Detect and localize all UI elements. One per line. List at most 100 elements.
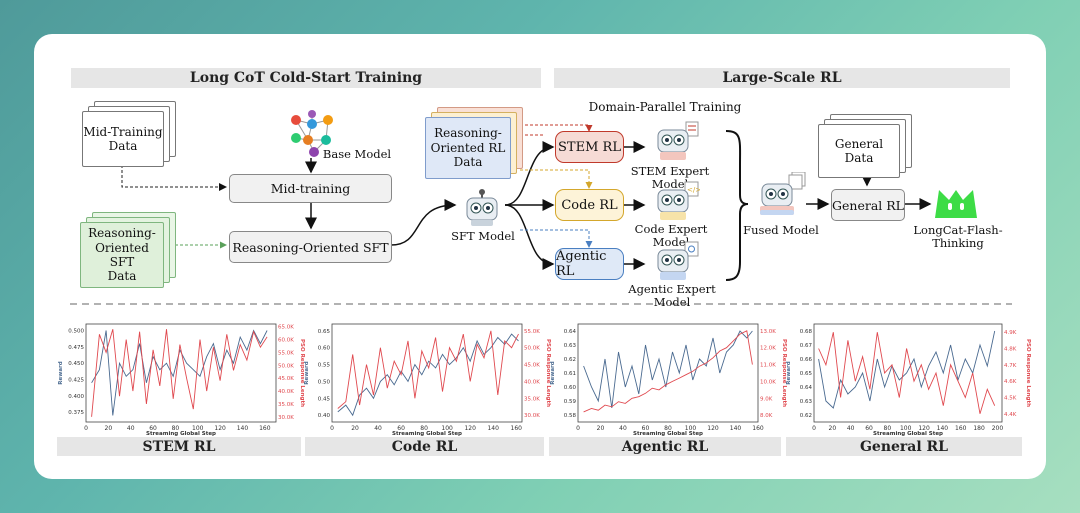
y2-tick-label: 12.0K (760, 346, 776, 352)
y2-tick-label: 9.0K (760, 396, 773, 402)
chart-title-agentic: Agentic RL (549, 437, 781, 456)
x-tick-label: 160 (259, 425, 271, 432)
y-tick-label: 0.62 (564, 357, 576, 363)
y-tick-label: 0.60 (318, 346, 331, 352)
y2-tick-label: 45.0K (278, 376, 294, 382)
final-model-label: LongCat-Flash-Thinking (913, 223, 1003, 251)
y2-tick-label: 11.0K (760, 363, 776, 369)
y-tick-label: 0.60 (564, 385, 577, 391)
y-tick-label: 0.68 (800, 329, 813, 335)
general-data-doc: General Data (818, 114, 914, 178)
x-axis-label: Streaming Global Step (392, 431, 462, 436)
header-cold-start: Long CoT Cold-Start Training (71, 68, 541, 88)
x-tick-label: 100 (192, 425, 204, 432)
sft-model-icon (466, 189, 498, 226)
reward-series-line (583, 330, 753, 409)
x-tick-label: 0 (576, 425, 580, 432)
y2-tick-label: 13.0K (760, 329, 776, 335)
response-length-series-line (818, 332, 996, 414)
code-expert-icon: </> (657, 181, 700, 220)
y-tick-label: 0.65 (800, 371, 813, 377)
y-tick-label: 0.55 (318, 363, 331, 369)
x-axis-label: Streaming Global Step (873, 431, 943, 436)
stem-rl-box: STEM RL (555, 131, 624, 163)
x-tick-label: 160 (511, 425, 523, 432)
plot-frame (331, 323, 523, 423)
domain-parallel-label: Domain-Parallel Training (588, 100, 742, 114)
y2-axis-label: PSO Response Length (781, 339, 787, 407)
y-tick-label: 0.64 (564, 329, 577, 335)
reward-series-line (337, 333, 519, 417)
x-tick-label: 80 (884, 425, 892, 432)
x-tick-label: 120 (214, 425, 226, 432)
general-rl-box: General RL (831, 189, 905, 221)
y2-tick-label: 4.6K (1004, 379, 1017, 385)
y-tick-label: 0.375 (68, 410, 84, 416)
x-tick-label: 40 (127, 425, 135, 432)
base-model-label: Base Model (322, 147, 392, 161)
y-tick-label: 0.475 (68, 345, 84, 351)
y-tick-label: 0.45 (318, 396, 331, 402)
agentic-expert-label: Agentic Expert Model (628, 282, 716, 310)
y-axis-label: Reward (58, 361, 64, 384)
x-axis-label: Streaming Global Step (633, 431, 703, 436)
y2-tick-label: 30.0K (524, 413, 540, 419)
y-tick-label: 0.50 (318, 379, 331, 385)
y2-tick-label: 4.4K (1004, 412, 1017, 418)
x-tick-label: 140 (937, 425, 949, 432)
y-tick-label: 0.63 (564, 343, 577, 349)
x-tick-label: 160 (955, 425, 967, 432)
svg-text:</>: </> (687, 186, 700, 194)
x-tick-label: 60 (865, 425, 873, 432)
y2-tick-label: 55.0K (278, 350, 294, 356)
mid-training-data-doc: Mid-Training Data (82, 101, 176, 167)
y-tick-label: 0.59 (564, 399, 577, 405)
x-tick-label: 20 (351, 425, 359, 432)
x-tick-label: 40 (847, 425, 855, 432)
reasoning-rl-data-doc: Reasoning- Oriented RL Data (425, 107, 525, 179)
y-tick-label: 0.40 (318, 413, 331, 419)
response-length-series-line (583, 330, 753, 413)
x-tick-label: 60 (149, 425, 157, 432)
header-large-scale-rl: Large-Scale RL (554, 68, 1010, 88)
reasoning-sft-data-label: Reasoning- Oriented SFT Data (80, 222, 164, 288)
reasoning-sft-data-doc: Reasoning- Oriented SFT Data (80, 212, 178, 288)
x-tick-label: 140 (730, 425, 742, 432)
y2-tick-label: 30.0K (278, 415, 294, 421)
y2-tick-label: 55.0K (524, 329, 540, 335)
y-tick-label: 0.64 (800, 385, 813, 391)
x-tick-label: 60 (397, 425, 405, 432)
chart-title-general: General RL (786, 437, 1022, 456)
y2-tick-label: 4.7K (1004, 363, 1017, 369)
y-axis-label: Reward (550, 361, 556, 384)
x-tick-label: 180 (973, 425, 985, 432)
y2-tick-label: 65.0K (278, 325, 294, 331)
x-tick-label: 100 (900, 425, 912, 432)
y2-axis-label: PSO Response Length (545, 339, 551, 407)
y2-tick-label: 4.8K (1004, 347, 1017, 353)
x-tick-label: 120 (707, 425, 719, 432)
reasoning-sft-box: Reasoning-Oriented SFT (229, 231, 392, 263)
y-tick-label: 0.66 (800, 357, 813, 363)
x-tick-label: 20 (105, 425, 113, 432)
sft-model-label: SFT Model (451, 229, 515, 243)
y-tick-label: 0.500 (68, 329, 84, 335)
y2-tick-label: 50.0K (524, 346, 540, 352)
y-tick-label: 0.67 (800, 343, 813, 349)
x-tick-label: 120 (464, 425, 476, 432)
y2-tick-label: 35.0K (278, 402, 294, 408)
y-tick-label: 0.65 (318, 329, 331, 335)
x-tick-label: 20 (829, 425, 837, 432)
y-tick-label: 0.400 (68, 394, 84, 400)
y-axis-label: Reward (304, 361, 310, 384)
x-axis-label: Streaming Global Step (146, 431, 216, 436)
reward-series-line (91, 329, 268, 416)
y2-tick-label: 40.0K (524, 379, 540, 385)
mid-training-data-label: Mid-Training Data (82, 111, 164, 167)
y-tick-label: 0.425 (68, 378, 84, 384)
x-tick-label: 40 (374, 425, 382, 432)
